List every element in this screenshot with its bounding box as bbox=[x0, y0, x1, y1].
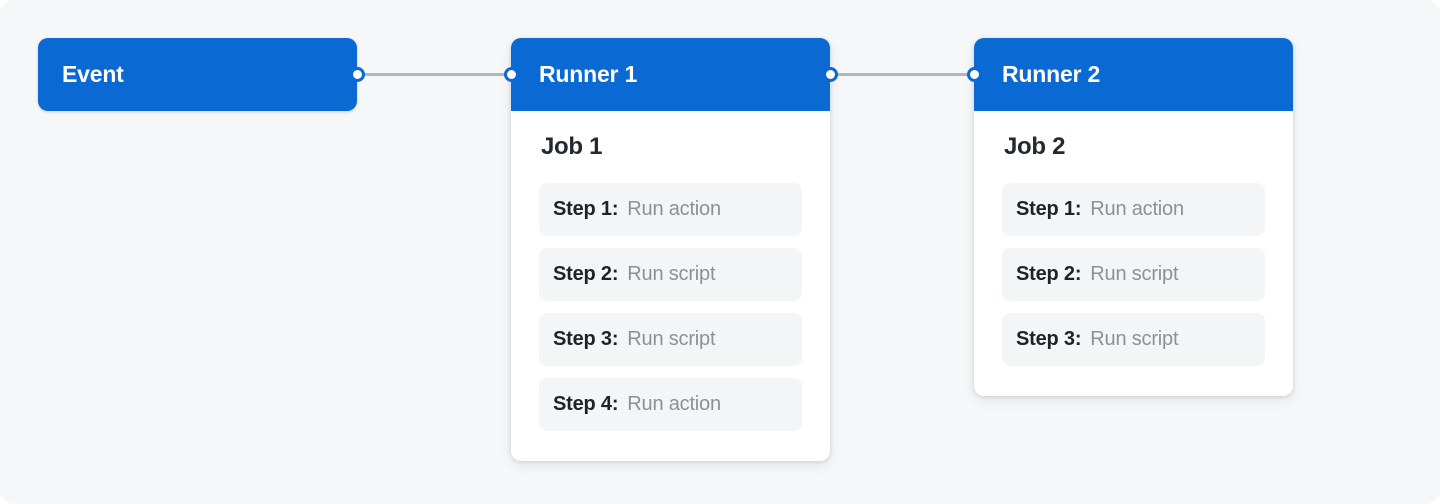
job-1-title: Job 1 bbox=[541, 133, 603, 160]
runner-card-2[interactable]: Runner 2 Job 2 Step 1: Run action Step 2… bbox=[974, 38, 1293, 396]
step-value: Run action bbox=[627, 198, 721, 220]
step-label: Step 3: bbox=[1016, 328, 1082, 350]
runner-1-title: Runner 1 bbox=[539, 61, 638, 87]
runner-card-1[interactable]: Runner 1 Job 1 Step 1: Run action Step 2… bbox=[511, 38, 830, 461]
port-runner1-output[interactable] bbox=[823, 67, 838, 82]
step-row[interactable]: Step 4: Run action bbox=[539, 378, 802, 431]
step-label: Step 1: bbox=[1016, 198, 1082, 220]
port-runner1-input[interactable] bbox=[504, 67, 519, 82]
port-runner2-input[interactable] bbox=[967, 67, 982, 82]
step-value: Run script bbox=[1090, 263, 1179, 285]
step-value: Run script bbox=[627, 263, 716, 285]
runner-2-body: Job 2 Step 1: Run action Step 2: Run scr… bbox=[974, 111, 1293, 396]
runner-2-header: Runner 2 bbox=[974, 38, 1293, 111]
step-row[interactable]: Step 2: Run script bbox=[539, 248, 802, 301]
step-value: Run action bbox=[1090, 198, 1184, 220]
step-row[interactable]: Step 3: Run script bbox=[1002, 313, 1265, 366]
step-value: Run script bbox=[627, 328, 716, 350]
step-value: Run action bbox=[627, 393, 721, 415]
step-row[interactable]: Step 1: Run action bbox=[539, 183, 802, 236]
event-node[interactable]: Event bbox=[38, 38, 357, 111]
runner-2-title: Runner 2 bbox=[1002, 61, 1101, 87]
runner-2-step-list: Step 1: Run action Step 2: Run script St… bbox=[1002, 183, 1265, 366]
step-row[interactable]: Step 3: Run script bbox=[539, 313, 802, 366]
step-row[interactable]: Step 1: Run action bbox=[1002, 183, 1265, 236]
step-label: Step 2: bbox=[553, 263, 619, 285]
step-label: Step 2: bbox=[1016, 263, 1082, 285]
runner-1-header: Runner 1 bbox=[511, 38, 830, 111]
edge-event-to-runner1 bbox=[357, 73, 518, 76]
event-node-label: Event bbox=[62, 61, 124, 87]
step-label: Step 3: bbox=[553, 328, 619, 350]
job-2-title: Job 2 bbox=[1004, 133, 1066, 160]
runner-1-body: Job 1 Step 1: Run action Step 2: Run scr… bbox=[511, 111, 830, 461]
edge-runner1-to-runner2 bbox=[830, 73, 981, 76]
port-event-output[interactable] bbox=[350, 67, 365, 82]
runner-1-step-list: Step 1: Run action Step 2: Run script St… bbox=[539, 183, 802, 431]
step-label: Step 4: bbox=[553, 393, 619, 415]
step-row[interactable]: Step 2: Run script bbox=[1002, 248, 1265, 301]
step-value: Run script bbox=[1090, 328, 1179, 350]
step-label: Step 1: bbox=[553, 198, 619, 220]
